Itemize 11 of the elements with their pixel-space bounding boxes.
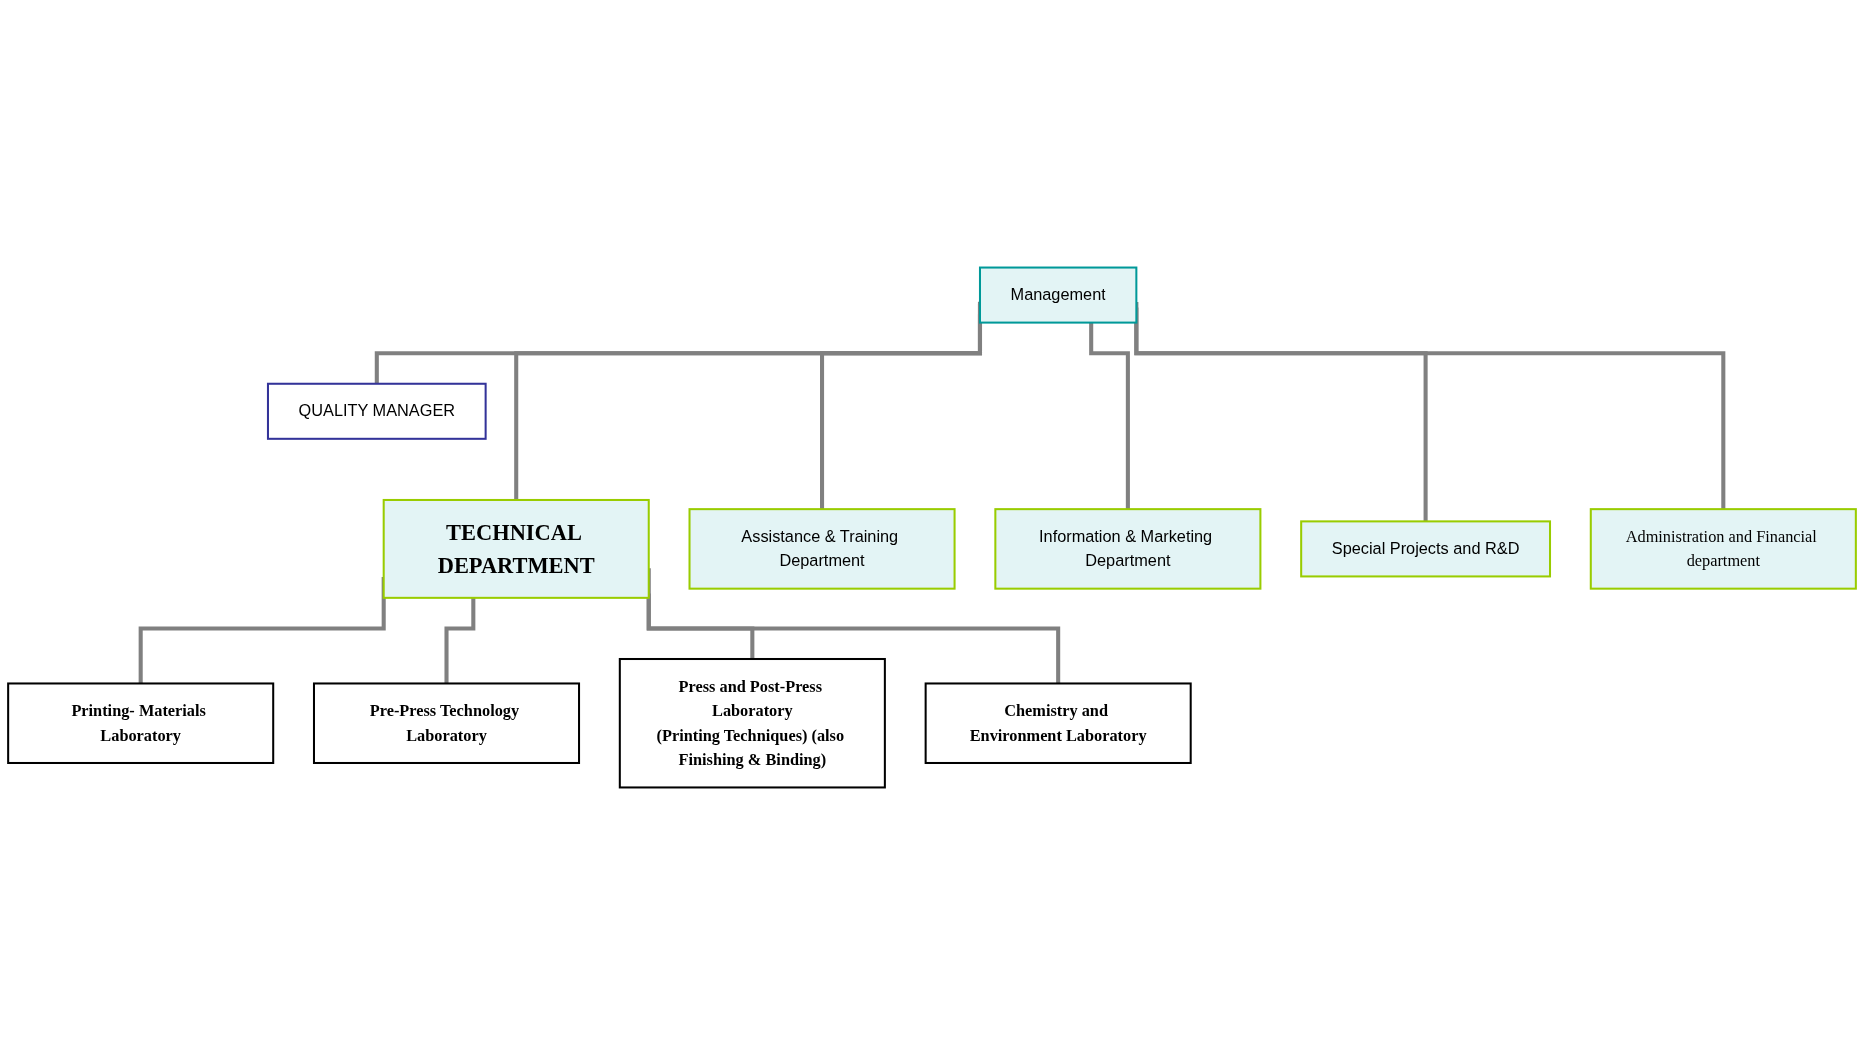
node-box: Chemistry and Environment Laboratory [924, 682, 1192, 764]
node-box: Administration and Financial department [1589, 508, 1857, 590]
node-box: Printing- Materials Laboratory [7, 682, 275, 764]
node-box: Special Projects and R&D [1300, 520, 1552, 578]
node-box: Management [978, 266, 1138, 324]
node-box: QUALITY MANAGER [266, 382, 487, 440]
node-box: TECHNICAL DEPARTMENT [382, 498, 650, 599]
node-box: Press and Post-Press Laboratory (Printing Techniques) (also Finishing & Binding) [618, 658, 886, 789]
node-box: Information & Marketing Department [994, 508, 1262, 590]
node-box: Assistance & Training Department [688, 508, 956, 590]
node-box: Pre-Press Technology Laboratory [312, 682, 581, 764]
